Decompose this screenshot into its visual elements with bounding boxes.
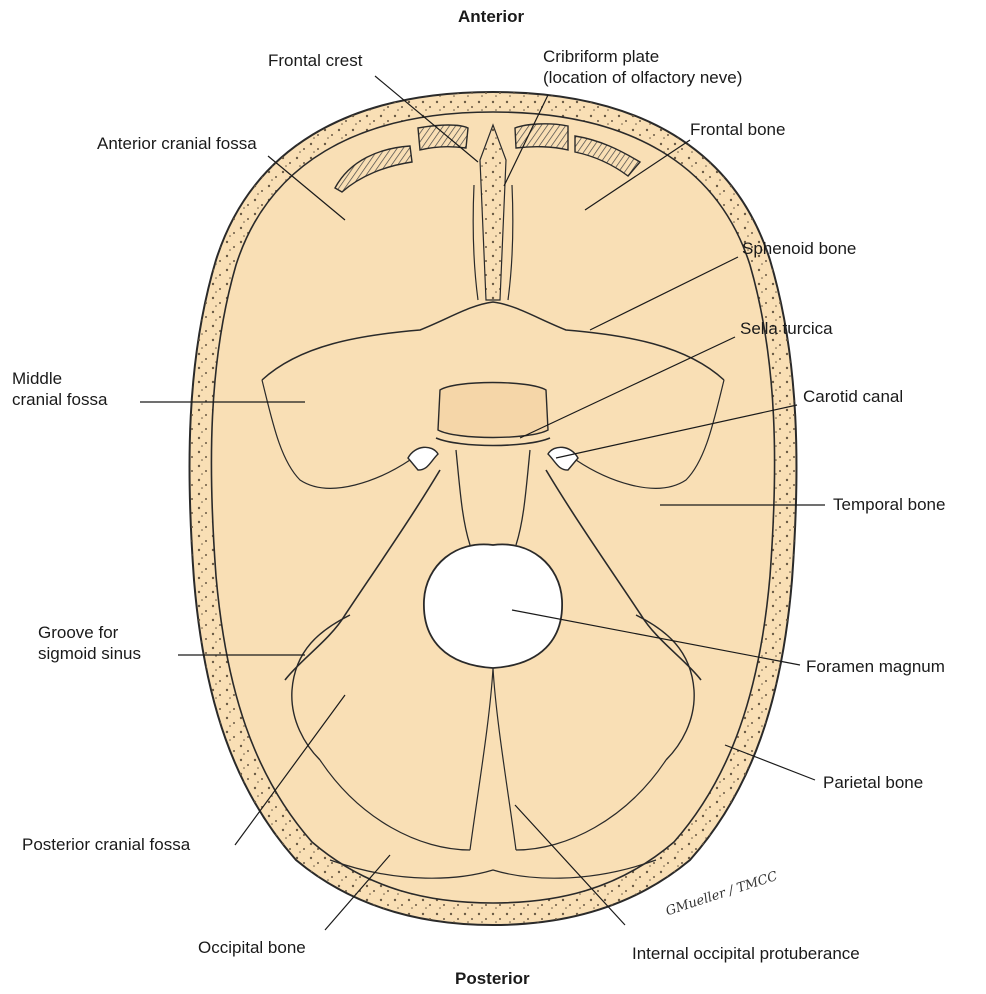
sella-turcica-label: Sella turcica <box>740 318 833 339</box>
groove-sigmoid-sinus-label: Groove for sigmoid sinus <box>38 622 141 664</box>
anterior-cranial-fossa-label: Anterior cranial fossa <box>97 133 257 154</box>
sella-shape <box>438 383 548 438</box>
foramen-magnum-label: Foramen magnum <box>806 656 945 677</box>
occipital-bone-label: Occipital bone <box>198 937 306 958</box>
foramen-magnum-shape <box>424 544 562 668</box>
posterior-cranial-fossa-label: Posterior cranial fossa <box>22 834 190 855</box>
frontal-bone-label: Frontal bone <box>690 119 785 140</box>
middle-cranial-fossa-label: Middle cranial fossa <box>12 368 107 410</box>
cribriform-plate-label: Cribriform plate (location of olfactory … <box>543 46 742 88</box>
frontal-crest-label: Frontal crest <box>268 50 362 71</box>
carotid-canal-label: Carotid canal <box>803 386 903 407</box>
parietal-bone-label: Parietal bone <box>823 772 923 793</box>
posterior-label: Posterior <box>455 968 530 989</box>
temporal-bone-label: Temporal bone <box>833 494 945 515</box>
sphenoid-bone-label: Sphenoid bone <box>742 238 856 259</box>
anterior-label: Anterior <box>458 6 524 27</box>
internal-occipital-protuberance-label: Internal occipital protuberance <box>632 943 860 964</box>
